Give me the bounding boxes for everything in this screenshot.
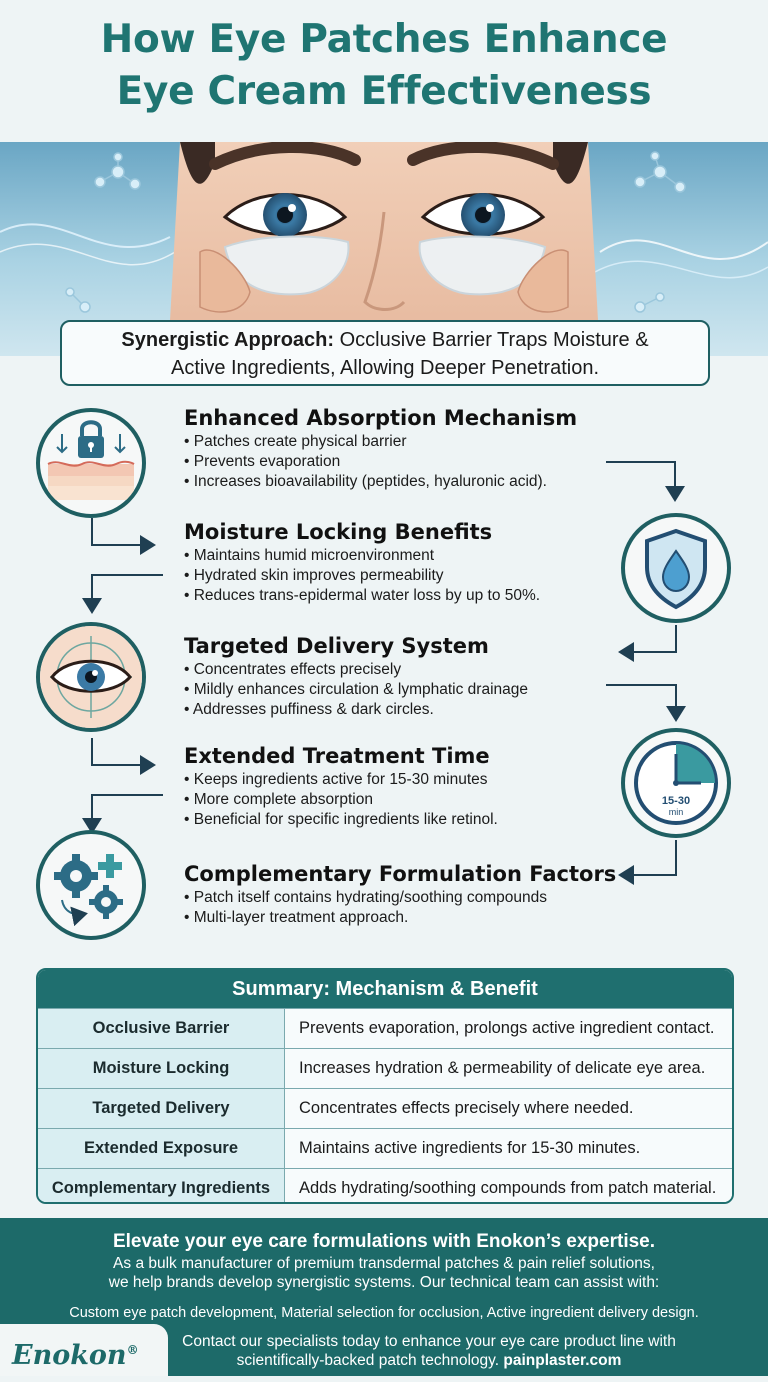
section-complementary-formulation: Complementary Formulation Factors Patch … [184, 860, 616, 928]
bullet: Concentrates effects precisely [184, 660, 528, 680]
section-heading: Targeted Delivery System [184, 634, 489, 658]
callout-text-1: Occlusive Barrier Traps Moisture & [334, 329, 649, 351]
callout-bold: Synergistic Approach: [121, 329, 335, 351]
section-heading: Moisture Locking Benefits [184, 520, 493, 544]
summary-table: Summary: Mechanism & Benefit Occlusive B… [36, 968, 734, 1204]
section-extended-treatment: Extended Treatment Time Keeps ingredient… [184, 742, 498, 830]
table-row: Targeted Delivery Concentrates effects p… [38, 1088, 732, 1128]
eye-target-icon [36, 622, 146, 732]
table-cell-benefit: Concentrates effects precisely where nee… [285, 1089, 732, 1128]
registered-mark: ® [126, 1343, 139, 1357]
table-cell-benefit: Adds hydrating/soothing compounds from p… [285, 1169, 732, 1202]
flow-arrows [82, 461, 686, 885]
footer-headline: Elevate your eye care formulations with … [112, 1231, 656, 1252]
table-row: Moisture Locking Increases hydration & p… [38, 1048, 732, 1088]
table-cell-benefit: Increases hydration & permeability of de… [285, 1049, 732, 1088]
footer-contact-1: Contact our specialists today to enhance… [182, 1333, 676, 1350]
website-link[interactable]: painplaster.com [503, 1352, 622, 1369]
footer-paragraph-2: we help brands develop synergistic syste… [108, 1274, 660, 1291]
bullet: Beneficial for specific ingredients like… [184, 810, 498, 830]
table-row: Occlusive Barrier Prevents evaporation, … [38, 1008, 732, 1048]
bullet: Multi-layer treatment approach. [184, 908, 616, 928]
bullet: Mildly enhances circulation & lymphatic … [184, 680, 528, 700]
section-heading: Extended Treatment Time [184, 744, 490, 768]
title-line-1: How Eye Patches Enhance [100, 17, 668, 62]
enokon-logo: Enokon® [0, 1324, 168, 1376]
bullet: Keeps ingredients active for 15-30 minut… [184, 770, 498, 790]
gears-plus-icon [36, 830, 146, 940]
section-targeted-delivery: Targeted Delivery System Concentrates ef… [184, 632, 528, 720]
section-heading: Enhanced Absorption Mechanism [184, 406, 578, 430]
section-heading: Complementary Formulation Factors [184, 862, 617, 886]
footer-contact-2: scientifically-backed patch technology. … [0, 1351, 768, 1370]
footer-contact-text: scientifically-backed patch technology. [236, 1352, 504, 1369]
clock-unit: min [669, 807, 684, 817]
table-cell-mechanism: Moisture Locking [38, 1049, 285, 1088]
lock-skin-icon [36, 408, 146, 518]
bullet: Patches create physical barrier [184, 432, 577, 452]
table-row: Extended Exposure Maintains active ingre… [38, 1128, 732, 1168]
callout-text-2: Active Ingredients, Allowing Deeper Pene… [170, 357, 600, 379]
bullet: Prevents evaporation [184, 452, 577, 472]
logo-text: Enokon [12, 1340, 127, 1371]
clock-label: 15-30 [662, 795, 690, 807]
bullet: Patch itself contains hydrating/soothing… [184, 888, 616, 908]
title-line-2: Eye Cream Effectiveness [116, 69, 652, 114]
table-cell-benefit: Maintains active ingredients for 15-30 m… [285, 1129, 732, 1168]
section-enhanced-absorption: Enhanced Absorption Mechanism Patches cr… [184, 404, 577, 492]
section-moisture-locking: Moisture Locking Benefits Maintains humi… [184, 518, 540, 606]
face-with-eye-patches-image [0, 142, 768, 356]
footer-paragraph-1: As a bulk manufacturer of premium transd… [113, 1255, 655, 1272]
bullet: Addresses puffiness & dark circles. [184, 700, 528, 720]
synergistic-approach-callout: Synergistic Approach: Occlusive Barrier … [60, 320, 710, 386]
bullet: Hydrated skin improves permeability [184, 566, 540, 586]
shield-drop-icon [621, 513, 731, 623]
summary-title: Summary: Mechanism & Benefit [38, 970, 732, 1008]
table-cell-mechanism: Occlusive Barrier [38, 1009, 285, 1048]
table-row: Complementary Ingredients Adds hydrating… [38, 1168, 732, 1202]
footer-services: Custom eye patch development, Material s… [69, 1305, 699, 1321]
bullet: Increases bioavailability (peptides, hya… [184, 472, 577, 492]
bullet: Maintains humid microenvironment [184, 546, 540, 566]
table-cell-benefit: Prevents evaporation, prolongs active in… [285, 1009, 732, 1048]
bullet: More complete absorption [184, 790, 498, 810]
table-cell-mechanism: Complementary Ingredients [38, 1169, 285, 1202]
bullet: Reduces trans-epidermal water loss by up… [184, 586, 540, 606]
page-title: How Eye Patches Enhance Eye Cream Effect… [0, 14, 768, 118]
table-cell-mechanism: Targeted Delivery [38, 1089, 285, 1128]
clock-icon: 15-30 min [621, 728, 731, 838]
table-cell-mechanism: Extended Exposure [38, 1129, 285, 1168]
